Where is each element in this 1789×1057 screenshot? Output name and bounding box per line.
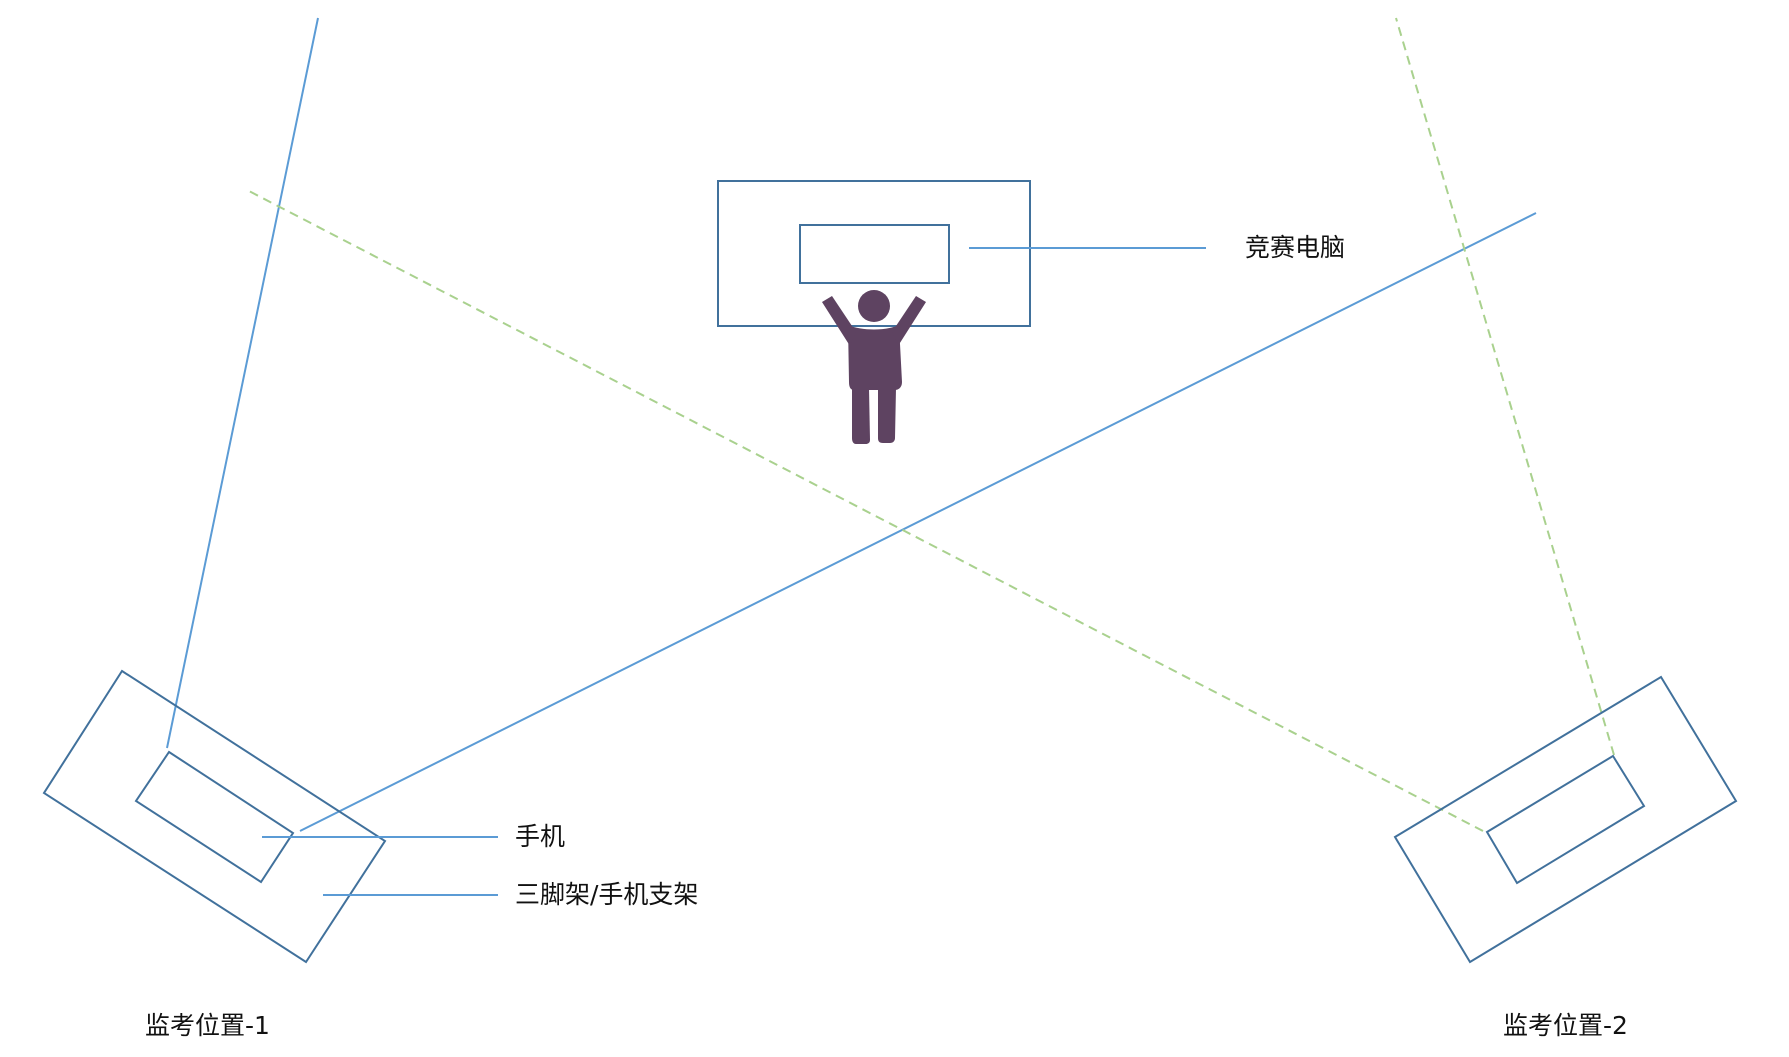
sight-lines-position-1 [166, 17, 1537, 832]
phone-outline-1 [134, 750, 295, 884]
phone-outline-2 [1485, 754, 1646, 885]
sight-lines-position-2 [246, 17, 1615, 832]
monitoring-position-2 [1393, 675, 1738, 964]
sight-line-2-left [246, 189, 1484, 832]
competition-computer [799, 224, 950, 284]
label-phone: 手机 [515, 822, 565, 851]
competition-desk [717, 180, 1206, 327]
tripod-outline-2 [1393, 675, 1738, 964]
label-position-2: 监考位置-2 [1503, 1011, 1628, 1040]
sight-line-1-right [299, 212, 1537, 832]
tripod-outline-1 [42, 669, 387, 964]
sight-line-2-right [1395, 17, 1615, 756]
label-position-1: 监考位置-1 [145, 1011, 270, 1040]
label-tripod: 三脚架/手机支架 [515, 880, 698, 909]
desk-outline [717, 180, 1031, 327]
sight-line-1-left [166, 17, 319, 749]
label-competition-computer: 竞赛电脑 [1245, 233, 1345, 262]
person-arms-raised-icon [822, 290, 926, 444]
monitoring-position-1 [42, 669, 498, 964]
